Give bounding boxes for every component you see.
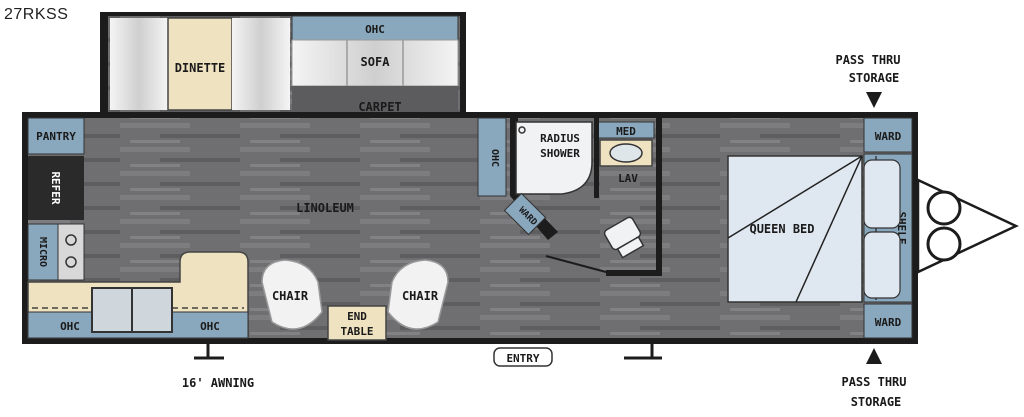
- queen-bed-label: QUEEN BED: [749, 222, 814, 236]
- sofa-label: SOFA: [361, 55, 391, 69]
- wardrobe-top: [863, 117, 913, 153]
- awning-bracket-left: [194, 344, 224, 360]
- ohc-label-sofa: OHC: [365, 23, 385, 36]
- ohc-label-kitchen-right: OHC: [200, 320, 220, 333]
- hitch: [916, 178, 1019, 274]
- wardrobe-bath: [503, 192, 547, 236]
- shower-label-2: SHOWER: [540, 147, 580, 160]
- pillow-top: [863, 159, 901, 229]
- toilet: [603, 216, 645, 259]
- awning-label: 16' AWNING: [182, 376, 254, 390]
- stove: [57, 223, 85, 281]
- sofa: [291, 39, 459, 87]
- slide-out: DINETTE OHC SOFA CARPET: [100, 12, 466, 117]
- arrow-up-icon: [866, 348, 882, 364]
- dinette-bench-right: [232, 18, 290, 110]
- lav-label: LAV: [618, 172, 638, 185]
- model-name: 27RKSS: [4, 6, 69, 23]
- ward-label-bottom: WARD: [875, 316, 902, 329]
- pass-thru-bottom-label-2: STORAGE: [851, 395, 902, 409]
- chair-left: [261, 259, 323, 330]
- pass-thru-top-label-1: PASS THRU: [835, 53, 900, 67]
- pass-thru-top-label-2: STORAGE: [849, 71, 900, 85]
- wardrobe-bottom: [863, 303, 913, 339]
- queen-bed: [727, 155, 863, 303]
- micro-label: MICRO: [37, 237, 48, 267]
- radius-shower: [515, 121, 593, 195]
- chair-label-left: CHAIR: [272, 289, 309, 303]
- end-table: [327, 305, 387, 341]
- ohc-label-bath: OHC: [489, 149, 500, 167]
- end-table-label-2: TABLE: [340, 325, 373, 338]
- arrow-down-icon: [866, 92, 882, 108]
- pantry: [27, 117, 85, 155]
- awning-bracket-right: [624, 344, 662, 360]
- pantry-label: PANTRY: [36, 130, 76, 143]
- carpet-label: CARPET: [358, 100, 401, 114]
- refer-label: REFER: [49, 171, 62, 204]
- shower-label-1: RADIUS: [540, 132, 580, 145]
- chair-label-right: CHAIR: [402, 289, 439, 303]
- chair-right: [387, 259, 449, 330]
- dinette-label: DINETTE: [175, 61, 226, 75]
- entry-door: [493, 347, 553, 367]
- pass-thru-bottom-label-1: PASS THRU: [841, 375, 906, 389]
- microwave: [27, 223, 59, 281]
- ohc-cabinet-sofa: [291, 15, 459, 41]
- bathroom: OHC RADIUS SHOWER WARD MED LAV: [477, 117, 662, 276]
- linoleum-label: LINOLEUM: [296, 201, 354, 215]
- entry-label: ENTRY: [506, 352, 539, 365]
- pillow-bottom: [863, 231, 901, 299]
- ohc-label-kitchen-left: OHC: [60, 320, 80, 333]
- ward-label-top: WARD: [875, 130, 902, 143]
- dinette-bench-left: [110, 18, 168, 110]
- med-label: MED: [616, 125, 636, 138]
- refrigerator: [28, 156, 84, 220]
- end-table-label-1: END: [347, 310, 367, 323]
